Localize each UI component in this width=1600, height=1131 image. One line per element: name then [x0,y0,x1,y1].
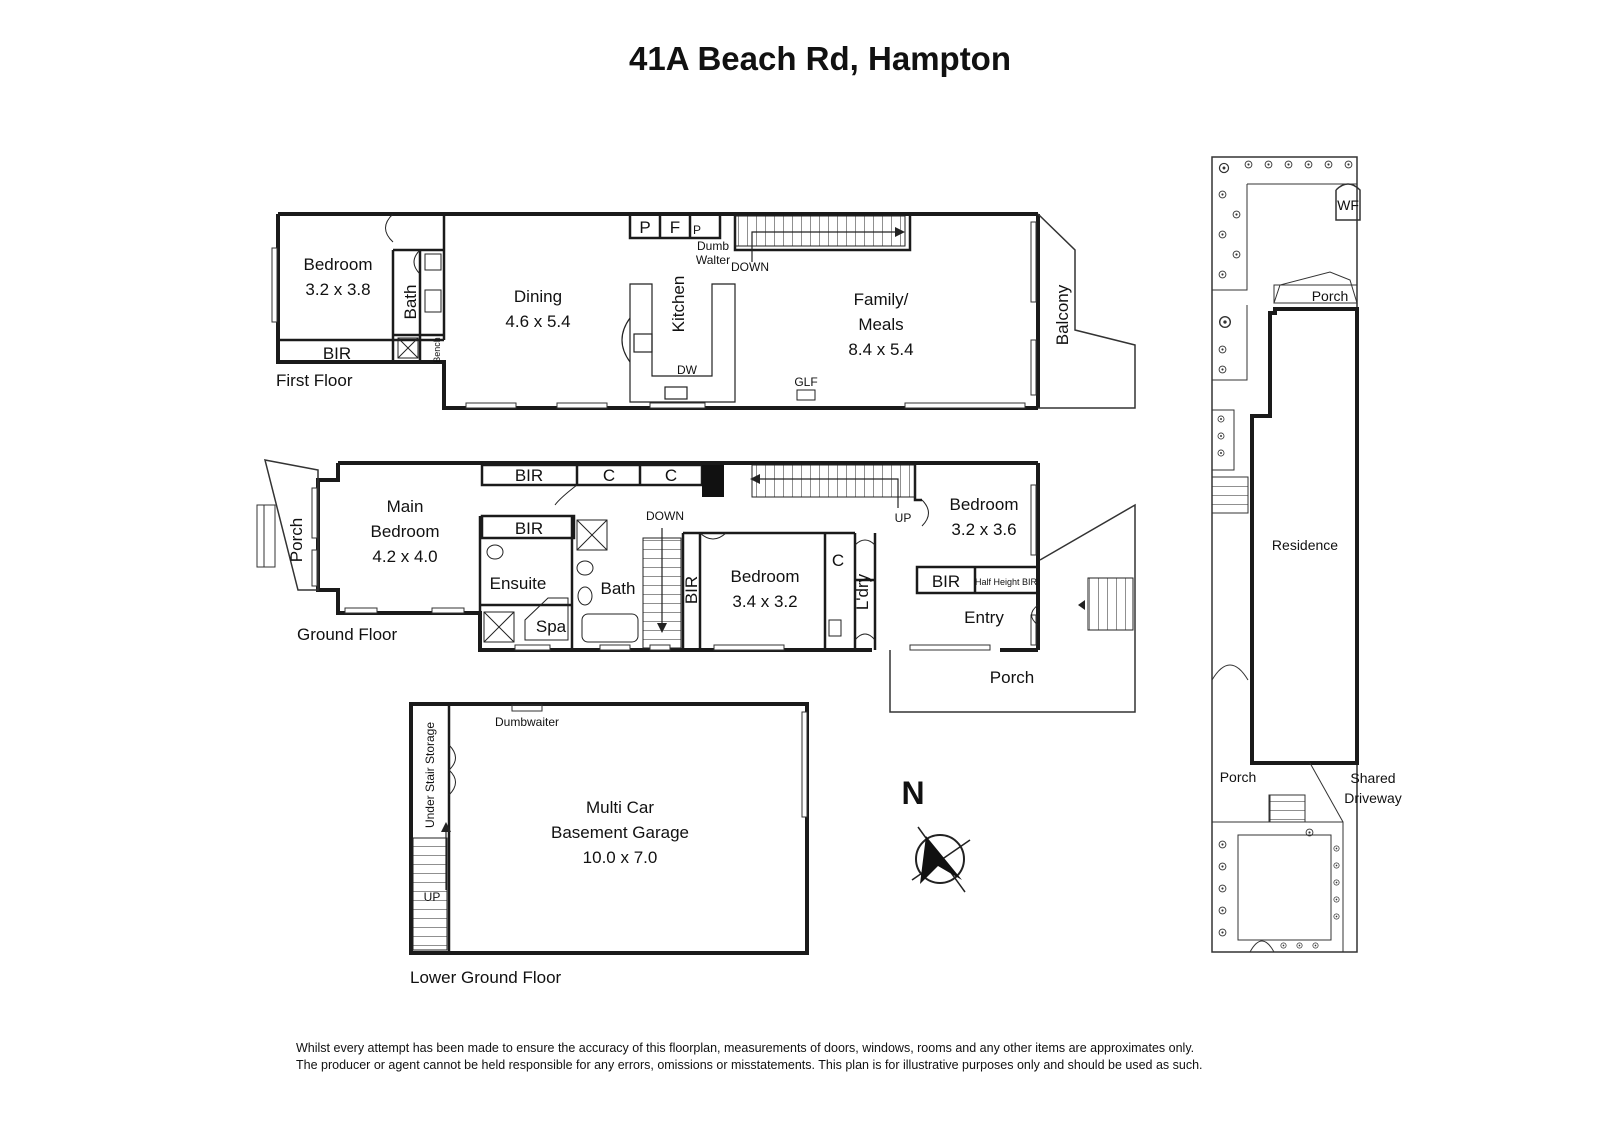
walter-label: Walter [696,253,730,267]
ground-c1: C [603,466,615,485]
half-height-bir: Half Height BIR [975,577,1038,587]
first-floor-stairs [734,215,906,247]
front-porch-label: Porch [990,668,1034,687]
ground-bir-right: BIR [932,572,960,591]
site-wf-label: WF [1337,197,1359,213]
ground-bedroom-size: 3.4 x 3.2 [732,592,797,611]
first-floor [271,212,1136,410]
side-porch-label: Porch [287,518,306,562]
first-floor-windows [271,221,1037,409]
kitchen-label: Kitchen [669,276,688,333]
lower-ground-floor-label: Lower Ground Floor [410,968,562,987]
ground-floor [256,459,1136,713]
dw-label: DW [677,363,698,377]
ground-c3: C [832,551,844,570]
ground-bath-label: Bath [601,579,636,598]
disclaimer: Whilst every attempt has been made to en… [296,1040,1336,1074]
laundry-label: L'dry [853,573,872,610]
p-small-label: P [693,223,701,237]
spa-label: Spa [536,617,567,636]
balcony-label: Balcony [1053,284,1072,345]
garage-size: 10.0 x 7.0 [583,848,658,867]
dumbwaiter-label: Dumbwaiter [495,715,559,729]
garden-shrubs [1217,160,1353,949]
dumb-label: Dumb [697,239,729,253]
under-stair-label: Under Stair Storage [423,722,437,828]
first-floor-inner-walls [280,212,912,362]
dining-size: 4.6 x 5.4 [505,312,570,331]
ground-bedroom2-label: Bedroom [950,495,1019,514]
ground-bir-top: BIR [515,466,543,485]
garage-label-1: Multi Car [586,798,654,817]
shared-label-1: Shared [1350,770,1395,786]
garage-label-2: Basement Garage [551,823,689,842]
pantry-label: P [639,218,650,237]
ground-bir-vertical: BIR [682,576,701,604]
ground-floor-inner-walls [478,463,1040,650]
disclaimer-line-1: Whilst every attempt has been made to en… [296,1041,1195,1055]
family-size: 8.4 x 5.4 [848,340,913,359]
kitchen-bench [621,283,736,403]
ground-down: DOWN [646,509,684,523]
disclaimer-line-2: The producer or agent cannot be held res… [296,1058,1203,1072]
site-porch-top-label: Porch [1312,288,1349,304]
ground-bedroom-label: Bedroom [731,567,800,586]
ground-up: UP [895,511,912,525]
main-bedroom-size: 4.2 x 4.0 [372,547,437,566]
first-bath-label: Bath [401,285,420,320]
main-bedroom-label-2: Bedroom [371,522,440,541]
ground-bir-mid: BIR [515,519,543,538]
main-bedroom-label: Main [387,497,424,516]
meals-label: Meals [858,315,903,334]
entry-label: Entry [964,608,1004,627]
first-bedroom-label: Bedroom [304,255,373,274]
site-plan [1211,156,1361,953]
lower-up-label: UP [424,890,441,904]
first-bench-label: Bench [432,337,442,363]
first-bir-label: BIR [323,344,351,363]
plan-title: 41A Beach Rd, Hampton [628,40,1011,77]
ground-floor-walls [316,461,1040,652]
site-porch-bottom-label: Porch [1220,769,1257,785]
family-label: Family/ [854,290,909,309]
shared-label-2: Driveway [1344,790,1402,806]
balcony-outline [1037,213,1136,409]
ground-bedroom2-size: 3.2 x 3.6 [951,520,1016,539]
ground-floor-label: Ground Floor [297,625,397,644]
first-floor-label: First Floor [276,371,353,390]
ensuite-label: Ensuite [490,574,547,593]
residence-label: Residence [1272,537,1338,553]
glf-label: GLF [794,375,817,389]
first-down-label: DOWN [731,260,769,274]
compass-north-label: N [901,775,924,811]
dining-label: Dining [514,287,562,306]
fridge-label: F [670,218,680,237]
ground-c2: C [665,466,677,485]
compass-rose [911,826,971,893]
first-bedroom-size: 3.2 x 3.8 [305,280,370,299]
lower-ground-floor [409,702,809,955]
